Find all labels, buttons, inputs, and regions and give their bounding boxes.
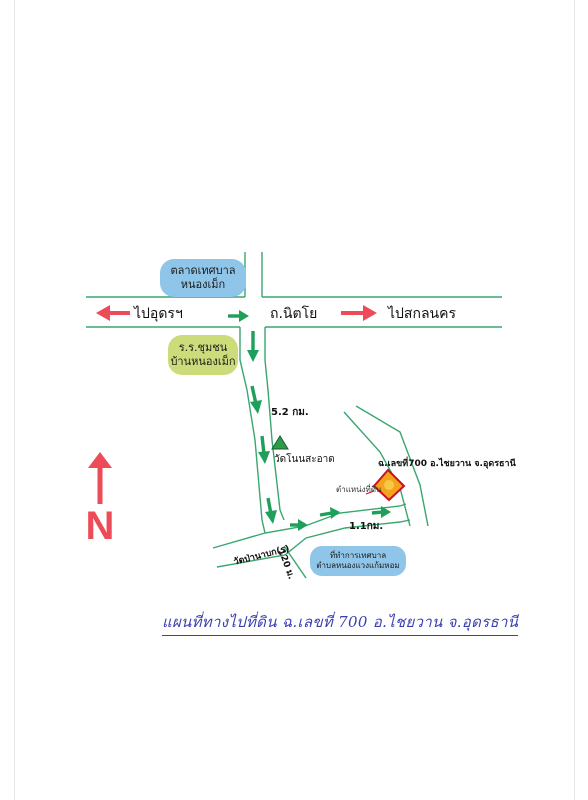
office-bubble: ที่ทำการเทศบาล ตำบลหนองแวงแก้มหอม [310, 546, 406, 576]
to-sakon-label: ไปสกลนคร [388, 306, 456, 322]
office-label-line-1: ที่ทำการเทศบาล [329, 551, 387, 560]
north-indicator: N [80, 452, 120, 552]
north-label: N [85, 504, 115, 548]
school-label-line-2: บ้านหนองเม็ก [170, 355, 236, 368]
deed-label: ฉ.เลขที่700 อ.ไชยวาน จ.อุดรธานี [378, 459, 516, 469]
land-leader-line [365, 490, 375, 495]
main-road [86, 296, 502, 328]
land-diamond-icon [372, 468, 406, 502]
market-label-line-1: ตลาดเทศบาล [170, 264, 236, 278]
market-bubble: ตลาดเทศบาล หนองเม็ก [160, 259, 246, 297]
nittayo-road-label: ถ.นิตโย [270, 306, 318, 322]
page-edge-left [14, 0, 15, 800]
to-udon-label: ไปอุดรฯ [134, 306, 183, 322]
distance-2-label: 1.1กม. [349, 521, 384, 532]
market-label-line-2: หนองเม็ก [180, 278, 226, 291]
direction-arrows [96, 305, 377, 321]
school-bubble: ร.ร.ชุมชน บ้านหนองเม็ก [168, 335, 238, 375]
vertical-road [239, 252, 285, 534]
route-arrows [228, 310, 391, 531]
page-edge-right [574, 0, 575, 800]
lower-road [212, 503, 411, 579]
temple-label: วัดโนนสะอาด [274, 454, 335, 465]
temple-triangle-icon [271, 435, 289, 450]
map-caption: แผนที่ทางไปที่ดิน ฉ.เลขที่ 700 อ.ไชยวาน … [162, 610, 519, 636]
school-label-line-1: ร.ร.ชุมชน [178, 341, 228, 355]
land-road [343, 405, 429, 527]
land-position-label: ตำแหน่งที่ดิน [336, 485, 382, 494]
north-arrow-icon [88, 452, 112, 504]
office-label-line-2: ตำบลหนองแวงแก้มหอม [316, 561, 400, 570]
distance-1-label: 5.2 กม. [271, 407, 309, 418]
